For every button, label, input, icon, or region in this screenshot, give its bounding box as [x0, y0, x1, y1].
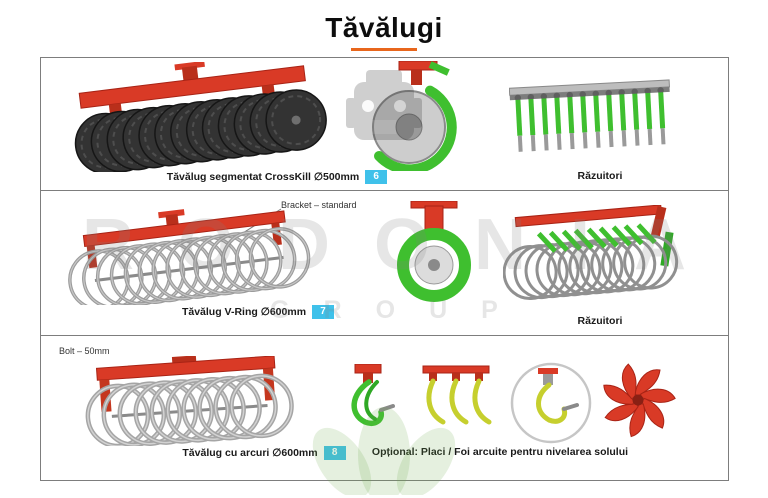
bracket-standard-label: Bracket – standard: [281, 200, 357, 210]
optional-caption: Opțional: Placi / Foi arcuite pentru niv…: [371, 446, 629, 458]
packer-wheel-with-bracket-image: [397, 201, 471, 302]
spring-tine-row-image: [422, 365, 492, 425]
item-number-badge-8: 8: [323, 446, 346, 460]
page-title: Tăvălugi: [325, 12, 443, 43]
paddle-wheel-image: [603, 363, 676, 438]
razuitori-label-row1: Răzuitori: [577, 170, 623, 182]
title-underline: [351, 48, 417, 51]
caption-vring-text: Tăvălug V-Ring ∅600mm: [181, 306, 307, 318]
packer-wheel-with-scraper-image: [372, 61, 457, 171]
caption-crosskill: Tăvălug segmentat CrossKill ∅500mm 6: [101, 170, 453, 184]
razuitori-label-row2: Răzuitori: [577, 315, 623, 327]
row-crosskill: Tăvălug segmentat CrossKill ∅500mm 6 Răz…: [41, 58, 728, 191]
spring-roller-image: [79, 356, 297, 446]
caption-arcuri: Tăvălug cu arcuri ∅600mm 8: [114, 446, 414, 460]
circled-tine-detail-image: [510, 362, 592, 444]
scraper-bar-image: [509, 79, 671, 152]
v-ring-roller-image: [64, 209, 313, 305]
caption-arcuri-text: Tăvălug cu arcuri ∅600mm: [182, 447, 318, 459]
caption-vring: Tăvălug V-Ring ∅600mm 7: [108, 305, 408, 319]
row-vring: Bracket – standard: [41, 191, 728, 336]
crosskill-roller-image: [71, 62, 331, 172]
item-number-badge-7: 7: [312, 305, 335, 319]
spring-tine-cluster-image: [351, 364, 395, 426]
bolt-50mm-label: Bolt – 50mm: [59, 346, 110, 356]
caption-crosskill-text: Tăvălug segmentat CrossKill ∅500mm: [166, 171, 360, 183]
item-number-badge-6: 6: [365, 170, 388, 184]
row-arcuri: Bolt – 50mm: [41, 336, 728, 480]
roller-with-scrapers-image: [503, 205, 681, 303]
product-table: Tăvălug segmentat CrossKill ∅500mm 6 Răz…: [40, 57, 729, 481]
